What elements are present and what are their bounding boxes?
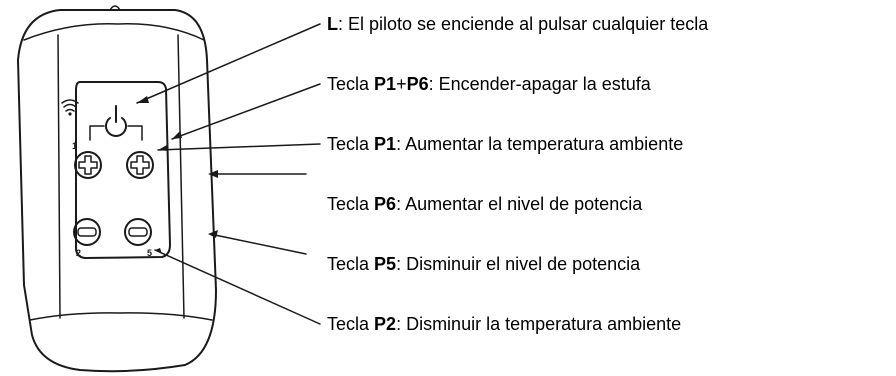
callout-led: L: El piloto se enciende al pulsar cualq… — [327, 14, 708, 34]
button-p5-minus[interactable] — [124, 218, 152, 246]
keypad-label-5: 5 — [147, 248, 152, 258]
keypad-label-1: 1 — [72, 141, 77, 151]
callout-prefix: Tecla — [327, 314, 375, 334]
callout-p2: Tecla P2: Disminuir la temperatura ambie… — [327, 314, 681, 334]
callout-prefix: Tecla — [327, 194, 375, 214]
button-p2-minus[interactable] — [73, 218, 101, 246]
remote-body — [17, 5, 217, 373]
callout-desc: : Encender-apagar la estufa — [428, 74, 651, 94]
callout-p5: Tecla P5: Disminuir el nivel de potencia — [327, 254, 640, 274]
power-icon — [89, 105, 143, 141]
callout-key-2: P6 — [406, 74, 429, 94]
leader-lines — [136, 23, 321, 325]
callout-key: P5 — [374, 254, 397, 274]
callout-key: P1 — [374, 74, 397, 94]
callout-desc: : Aumentar el nivel de potencia — [396, 194, 643, 214]
callout-key: P1 — [374, 134, 397, 154]
callout-key: P6 — [374, 194, 397, 214]
callout-desc: : El piloto se enciende al pulsar cualqu… — [338, 14, 709, 34]
callout-key: L — [327, 14, 338, 34]
callout-desc: : Aumentar la temperatura ambiente — [396, 134, 684, 154]
callout-p1: Tecla P1: Aumentar la temperatura ambien… — [327, 134, 683, 154]
callout-prefix: Tecla — [327, 254, 375, 274]
wifi-icon — [61, 99, 79, 116]
button-p6-plus[interactable] — [126, 151, 154, 179]
callout-plus: + — [396, 74, 407, 94]
keypad-label-2: 2 — [76, 248, 81, 258]
callout-prefix: Tecla — [327, 74, 375, 94]
arrowheads — [137, 96, 218, 254]
callout-p1-p6: Tecla P1+P6: Encender-apagar la estufa — [327, 74, 651, 94]
callout-p6: Tecla P6: Aumentar el nivel de potencia — [327, 194, 642, 214]
callout-prefix: Tecla — [327, 134, 375, 154]
button-p1-plus[interactable] — [74, 151, 102, 179]
callout-desc: : Disminuir el nivel de potencia — [396, 254, 641, 274]
keypad-panel — [75, 81, 171, 259]
callout-key: P2 — [374, 314, 397, 334]
callout-desc: : Disminuir la temperatura ambiente — [396, 314, 682, 334]
